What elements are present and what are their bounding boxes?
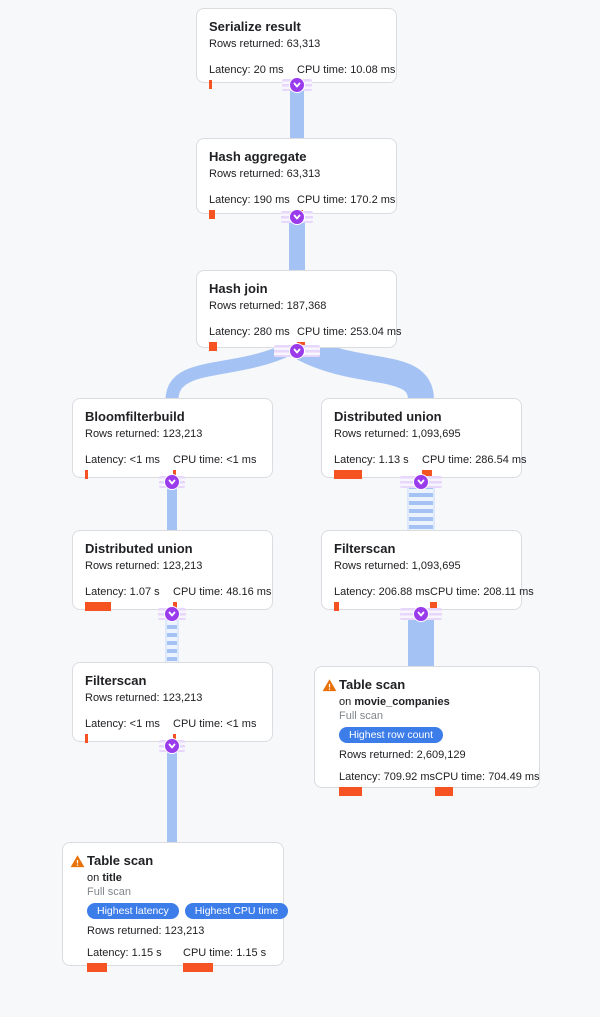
badge-highest-cpu-time: Highest CPU time [184,903,289,919]
node-title: Hash aggregate [209,149,307,164]
cpu-metric: CPU time: 170.2 ms [297,194,395,219]
latency-bar [209,210,215,219]
latency-bar [85,734,88,743]
edge-serialize-to-hash-aggregate [290,82,304,140]
plan-node-table-scan-movie-companies[interactable]: Table scan on movie_companies Full scan … [314,666,540,796]
cpu-metric: CPU time: 253.04 ms [297,326,402,351]
cpu-metric: CPU time: <1 ms [173,454,256,479]
plan-node-hash-aggregate[interactable]: Hash aggregate Rows returned: 63,313 Lat… [196,138,397,219]
edge-bloomfilterbuild-to-distributed-union [167,477,177,532]
rows-returned: Rows returned: 2,609,129 [339,749,466,761]
plan-node-filterscan-left[interactable]: Filterscan Rows returned: 123,213 Latenc… [72,662,273,743]
plan-node-table-scan-title[interactable]: Table scan on title Full scan Highest la… [62,842,289,972]
cpu-metric: CPU time: <1 ms [173,718,256,743]
cpu-bar [430,602,437,611]
cpu-metric: CPU time: 48.16 ms [173,586,271,611]
latency-bar [87,963,107,972]
plan-node-distributed-union-left[interactable]: Distributed union Rows returned: 123,213… [72,530,273,611]
latency-bar [85,470,88,479]
latency-metric: Latency: <1 ms [85,454,173,479]
node-title: Distributed union [334,409,442,424]
plan-node-serialize-result[interactable]: Serialize result Rows returned: 63,313 L… [196,8,397,89]
edge-hash-join-to-distributed-union [296,336,434,402]
latency-metric: Latency: 20 ms [209,64,297,89]
node-title: Bloomfilterbuild [85,409,185,424]
latency-bar [209,80,212,89]
node-title: Distributed union [85,541,193,556]
collapse-button-hash-aggregate[interactable] [289,209,305,225]
scan-target: on title [87,872,122,884]
cpu-metric: CPU time: 704.49 ms [435,771,540,796]
rows-returned: Rows returned: 123,213 [85,560,203,572]
node-title: Serialize result [209,19,301,34]
plan-node-hash-join[interactable]: Hash join Rows returned: 187,368 Latency… [196,270,402,351]
rows-returned: Rows returned: 123,213 [87,925,205,937]
collapse-button-hash-join[interactable] [289,343,305,359]
rows-returned: Rows returned: 1,093,695 [334,428,461,440]
rows-returned: Rows returned: 123,213 [85,428,203,440]
cpu-bar [435,787,453,796]
rows-returned: Rows returned: 187,368 [209,300,327,312]
collapse-button-serialize-result[interactable] [289,77,305,93]
collapse-button-distributed-union-left[interactable] [164,606,180,622]
edge-hash-join-to-bloomfilterbuild [165,342,294,401]
node-title: Filterscan [334,541,396,556]
collapse-button-filterscan-left[interactable] [164,738,180,754]
edge-filterscan-to-table-scan-title [167,744,177,844]
latency-metric: Latency: 206.88 ms [334,586,430,611]
collapse-button-filterscan-right[interactable] [413,606,429,622]
scan-type: Full scan [87,886,132,898]
cpu-metric: CPU time: 286.54 ms [422,454,527,479]
cpu-bar [422,470,432,479]
node-title: Table scan [87,853,154,868]
cpu-metric: CPU time: 1.15 s [183,947,266,972]
collapse-button-distributed-union-right[interactable] [413,474,429,490]
latency-bar [339,787,362,796]
latency-metric: Latency: 709.92 ms [339,771,435,796]
cpu-metric: CPU time: 208.11 ms [430,586,534,611]
collapse-button-bloomfilterbuild[interactable] [164,474,180,490]
cpu-bar [183,963,213,972]
cpu-metric: CPU time: 10.08 ms [297,64,395,89]
scan-type: Full scan [339,710,384,722]
warning-icon [70,854,85,869]
rows-returned: Rows returned: 123,213 [85,692,203,704]
rows-returned: Rows returned: 63,313 [209,168,321,180]
latency-bar [334,470,362,479]
latency-metric: Latency: <1 ms [85,718,173,743]
latency-bar [334,602,339,611]
rows-returned: Rows returned: 63,313 [209,38,321,50]
latency-metric: Latency: 1.13 s [334,454,422,479]
node-title: Table scan [339,677,406,692]
plan-node-distributed-union-right[interactable]: Distributed union Rows returned: 1,093,6… [321,398,527,479]
latency-bar [85,602,111,611]
latency-metric: Latency: 190 ms [209,194,297,219]
rows-returned: Rows returned: 1,093,695 [334,560,461,572]
warning-icon [322,678,337,693]
latency-metric: Latency: 1.15 s [87,947,183,972]
badge-highest-row-count: Highest row count [339,727,444,743]
latency-bar [209,342,217,351]
latency-metric: Latency: 280 ms [209,326,297,351]
plan-node-bloomfilterbuild[interactable]: Bloomfilterbuild Rows returned: 123,213 … [72,398,273,479]
plan-node-filterscan-right[interactable]: Filterscan Rows returned: 1,093,695 Late… [321,530,534,611]
edge-distributed-union-to-filterscan-left [165,609,179,664]
latency-metric: Latency: 1.07 s [85,586,173,611]
edge-hash-aggregate-to-hash-join [289,212,305,272]
node-title: Filterscan [85,673,147,688]
node-title: Hash join [209,281,268,296]
scan-target: on movie_companies [339,696,450,708]
badge-highest-latency: Highest latency [87,903,179,919]
